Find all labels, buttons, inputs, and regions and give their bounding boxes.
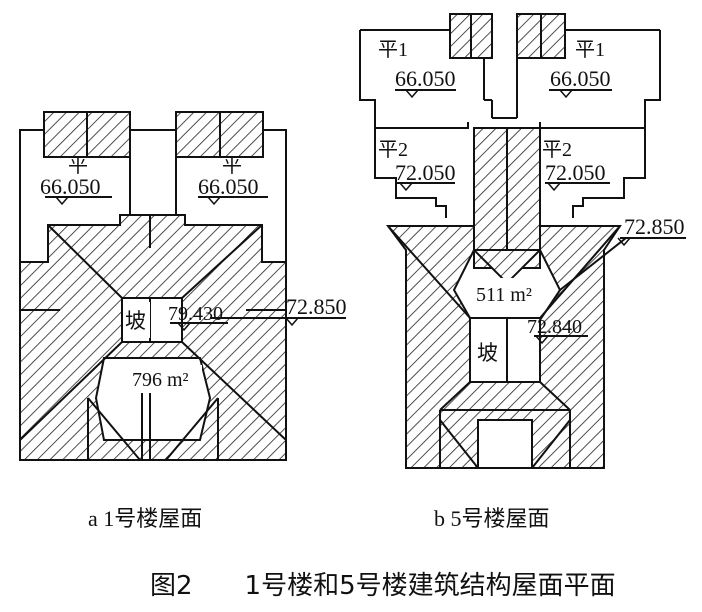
plan-a-left-wing-outline [19, 129, 44, 265]
plan-a-eave-elev-marker [285, 317, 299, 327]
plan-b-right-tier2-outline [572, 128, 646, 218]
plan-a-area: 796 m² [132, 369, 189, 391]
plan-b-right-top-outline [644, 30, 661, 128]
plan-a-main-roof [19, 214, 287, 461]
plan-b-area-bg [472, 278, 546, 306]
plan-b-slope-mark: 坡 [477, 341, 498, 365]
plan-a-right-elev-marker [207, 196, 221, 206]
plan-b-flat2-right-elev: 72.050 [545, 160, 606, 185]
plan-b-flat2-right-mark: 平2 [542, 139, 572, 161]
plan-a-sublabel: a 1号楼屋面 [88, 506, 202, 531]
plan-b-flat1-right-mark: 平1 [575, 39, 605, 61]
plan-b-flat1-left-marker [405, 89, 419, 99]
plan-a-flat-left-mark: 平 [68, 155, 88, 177]
plan-b-area: 511 m² [476, 284, 532, 306]
plan-a-flat-left-elev: 66.050 [40, 174, 101, 199]
plan-a-flat-right-elev: 66.050 [198, 174, 259, 199]
figure-caption: 图2 1号楼和5号楼建筑结构屋面平面 [150, 571, 616, 601]
plan-a-slope-core [124, 302, 150, 338]
plan-b-flat1-right-marker [559, 89, 573, 99]
plan-b-flat1-left-elev: 66.050 [395, 66, 456, 91]
plan-b-flat2-left-elev: 72.050 [395, 160, 456, 185]
plan-a-slope-elev-marker [177, 322, 191, 332]
plan-a-area-bg [126, 365, 202, 393]
plan-b-slope-core [472, 322, 506, 380]
plan-b-eave-elev: 72.850 [624, 214, 685, 239]
plan-b-flat2-right-marker [547, 182, 561, 192]
plan-a-slope-elev: 79.430 [168, 303, 223, 325]
plan-a-right-wing-outline [263, 129, 287, 265]
plan-a [19, 111, 346, 461]
plan-b-left-tier2-outline [374, 128, 447, 218]
plan-b-sublabel: b 5号楼屋面 [434, 506, 550, 531]
plan-b-flat2-left-mark: 平2 [378, 139, 408, 161]
plan-b-slope-elev: 72.840 [527, 316, 582, 338]
plan-a-eave-elev: 72.850 [286, 294, 347, 319]
plan-a-slope-mark: 坡 [125, 309, 146, 333]
plan-b-flat2-left-marker [399, 182, 413, 192]
plan-b-eave-marker [617, 237, 631, 247]
plan-b-slope-marker [535, 335, 549, 345]
plan-b-left-top-outline [359, 30, 376, 128]
plan-b [359, 13, 686, 469]
plan-b-flat1-left-mark: 平1 [378, 39, 408, 61]
plan-a-flat-right-mark: 平 [222, 155, 242, 177]
plan-a-left-elev-marker [55, 196, 69, 206]
plan-b-flat1-right-elev: 66.050 [550, 66, 611, 91]
